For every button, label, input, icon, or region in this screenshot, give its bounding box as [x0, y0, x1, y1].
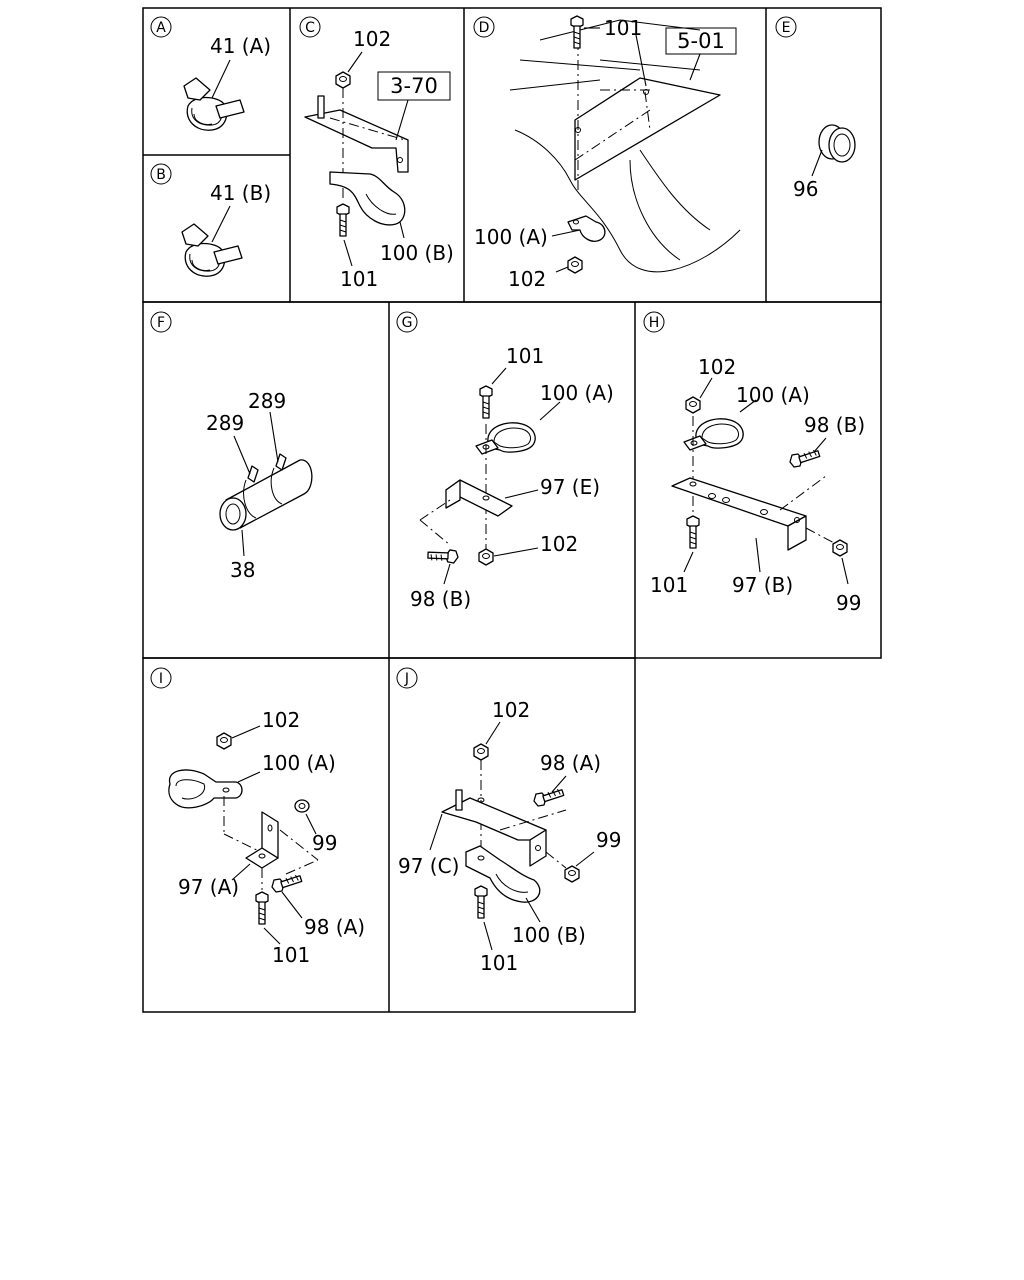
hose-clamp-part: [183, 77, 245, 131]
panel-letter-circle: [396, 311, 418, 333]
washer-part: [294, 799, 310, 813]
part-label: 101: [480, 951, 518, 975]
panel-letter: A: [156, 20, 166, 36]
reference-code: 5-01: [677, 29, 725, 53]
bracket-part: [304, 109, 409, 173]
panel-letter: G: [402, 315, 413, 331]
part-label: 102: [540, 532, 578, 556]
panel-letter-circle: [299, 16, 321, 38]
nut-part: [685, 396, 701, 414]
part-label: 100 (A): [736, 383, 810, 407]
panel-letter: H: [649, 315, 660, 331]
panel-letter-circle: [643, 311, 665, 333]
panel-letter: F: [157, 315, 165, 331]
nut-part: [564, 865, 580, 883]
bolt-part: [789, 449, 821, 468]
part-label: 99: [596, 828, 621, 852]
panel-letter: C: [305, 20, 315, 36]
part-label: 100 (A): [474, 225, 548, 249]
part-label: 100 (A): [540, 381, 614, 405]
part-label: 99: [312, 831, 337, 855]
panel-a: A 41 (A): [150, 16, 271, 131]
bolt-part: [271, 874, 303, 893]
panel-letter: I: [159, 671, 163, 687]
panel-letter: J: [404, 671, 409, 687]
panel-c: C 102 3-70 100 (B) 101: [299, 16, 454, 291]
part-label: 100 (A): [262, 751, 336, 775]
panel-d: D 101 5-01 100 (A) 102: [473, 15, 741, 291]
bolt-part: [425, 541, 461, 570]
part-label: 98 (B): [804, 413, 865, 437]
bolt-part: [479, 385, 493, 419]
part-label: 100 (B): [380, 241, 454, 265]
part-label: 38: [230, 558, 255, 582]
p-clamp-part: [329, 171, 406, 226]
body-panel-part: [574, 77, 721, 181]
hose-clamp-part: [181, 223, 243, 277]
panel-letter: D: [479, 20, 490, 36]
panel-i: I 102 100 (A) 99 97 (A) 98 (A) 101: [150, 667, 365, 967]
panel-j: J 102 98 (A) 97 (C) 99 100 (B) 101: [396, 667, 621, 975]
panel-h: H 102 100 (A) 98 (B) 101 97 (B) 99: [643, 311, 865, 615]
part-label: 102: [698, 355, 736, 379]
panel-letter: B: [156, 167, 166, 183]
bolt-part: [686, 515, 700, 549]
panel-b: B 41 (B): [150, 163, 271, 277]
part-label: 101: [272, 943, 310, 967]
nut-part: [335, 71, 351, 89]
panel-letter-circle: [150, 163, 172, 185]
p-clamp-part: [465, 845, 541, 903]
panel-g: G 101 100 (A) 97 (E) 102 98 (B): [396, 311, 614, 611]
part-label: 97 (C): [398, 854, 459, 878]
part-label: 41 (A): [210, 34, 271, 58]
p-clamp-part: [168, 769, 243, 809]
panel-frames: [142, 7, 882, 1013]
nut-part: [567, 256, 583, 274]
part-label: 289: [206, 411, 244, 435]
panel-letter-circle: [396, 667, 418, 689]
bolt-part: [336, 203, 350, 237]
part-label: 41 (B): [210, 181, 271, 205]
part-label: 99: [836, 591, 861, 615]
part-label: 98 (A): [304, 915, 365, 939]
panel-letter-circle: [775, 16, 797, 38]
nut-part: [478, 548, 494, 566]
panel-letter-circle: [150, 16, 172, 38]
part-label: 102: [262, 708, 300, 732]
part-label: 96: [793, 177, 818, 201]
p-clamp-part: [475, 422, 536, 455]
bolt-part: [474, 885, 488, 919]
part-label: 289: [248, 389, 286, 413]
part-label: 101: [340, 267, 378, 291]
grommet-part: [818, 124, 856, 163]
part-label: 98 (A): [540, 751, 601, 775]
panel-letter-circle: [150, 311, 172, 333]
panel-letter: E: [782, 20, 791, 36]
part-label: 101: [506, 344, 544, 368]
part-label: 102: [353, 27, 391, 51]
part-label: 101: [650, 573, 688, 597]
p-clamp-part: [567, 215, 606, 242]
panel-f: F 289 289 38: [150, 311, 313, 582]
nut-part: [832, 539, 848, 557]
reference-code: 3-70: [390, 74, 438, 98]
bolt-part: [255, 891, 269, 925]
part-label: 98 (B): [410, 587, 471, 611]
nut-part: [216, 732, 232, 750]
reference-box: [377, 71, 451, 101]
part-label: 102: [492, 698, 530, 722]
hose-part: [219, 453, 313, 531]
nut-part: [473, 743, 489, 761]
reference-box: [665, 27, 737, 55]
part-label: 100 (B): [512, 923, 586, 947]
part-label: 97 (B): [732, 573, 793, 597]
part-label: 102: [508, 267, 546, 291]
bolt-part: [533, 788, 565, 807]
part-label: 97 (A): [178, 875, 239, 899]
part-label: 97 (E): [540, 475, 600, 499]
panel-letter-circle: [150, 667, 172, 689]
panel-e: E 96: [775, 16, 856, 201]
panel-letter-circle: [473, 16, 495, 38]
